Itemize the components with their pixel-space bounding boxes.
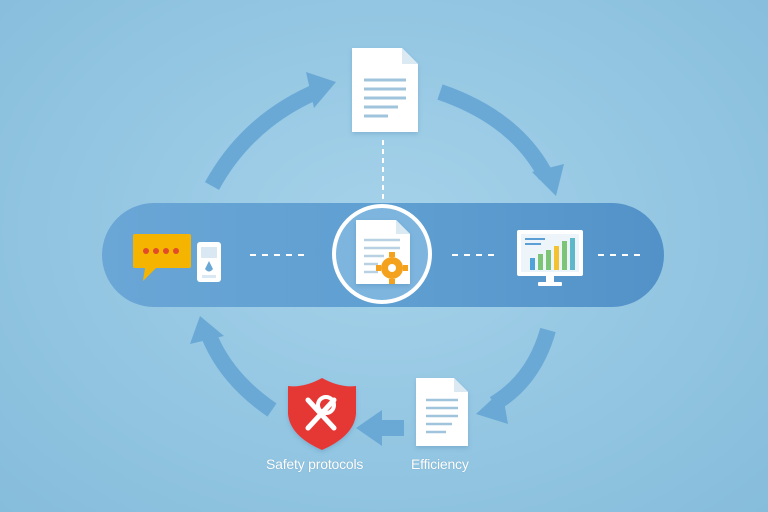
shield-wrench-icon (288, 378, 356, 450)
document-icon (352, 48, 418, 132)
document-gear-icon (332, 204, 432, 304)
gear-icon (376, 252, 408, 284)
arrow-bottom-middle-head (356, 410, 382, 446)
document-icon (416, 378, 468, 446)
arrow-top-right-head (532, 164, 564, 196)
arrow-top-left-head (306, 72, 336, 108)
phone-icon (197, 242, 221, 282)
safety-protocols-label: Safety protocols (266, 456, 364, 472)
monitor-chart-icon (517, 230, 583, 286)
arrow-top-right (437, 84, 554, 180)
arrow-bottom-right-head (476, 390, 508, 424)
chat-bubble-icon (133, 234, 191, 281)
cycle-arrows (190, 72, 564, 446)
arrow-bottom-left-head (190, 316, 224, 344)
arrow-top-left (204, 82, 324, 190)
efficiency-label: Efficiency (411, 456, 469, 472)
arrow-bottom-left (202, 334, 277, 417)
